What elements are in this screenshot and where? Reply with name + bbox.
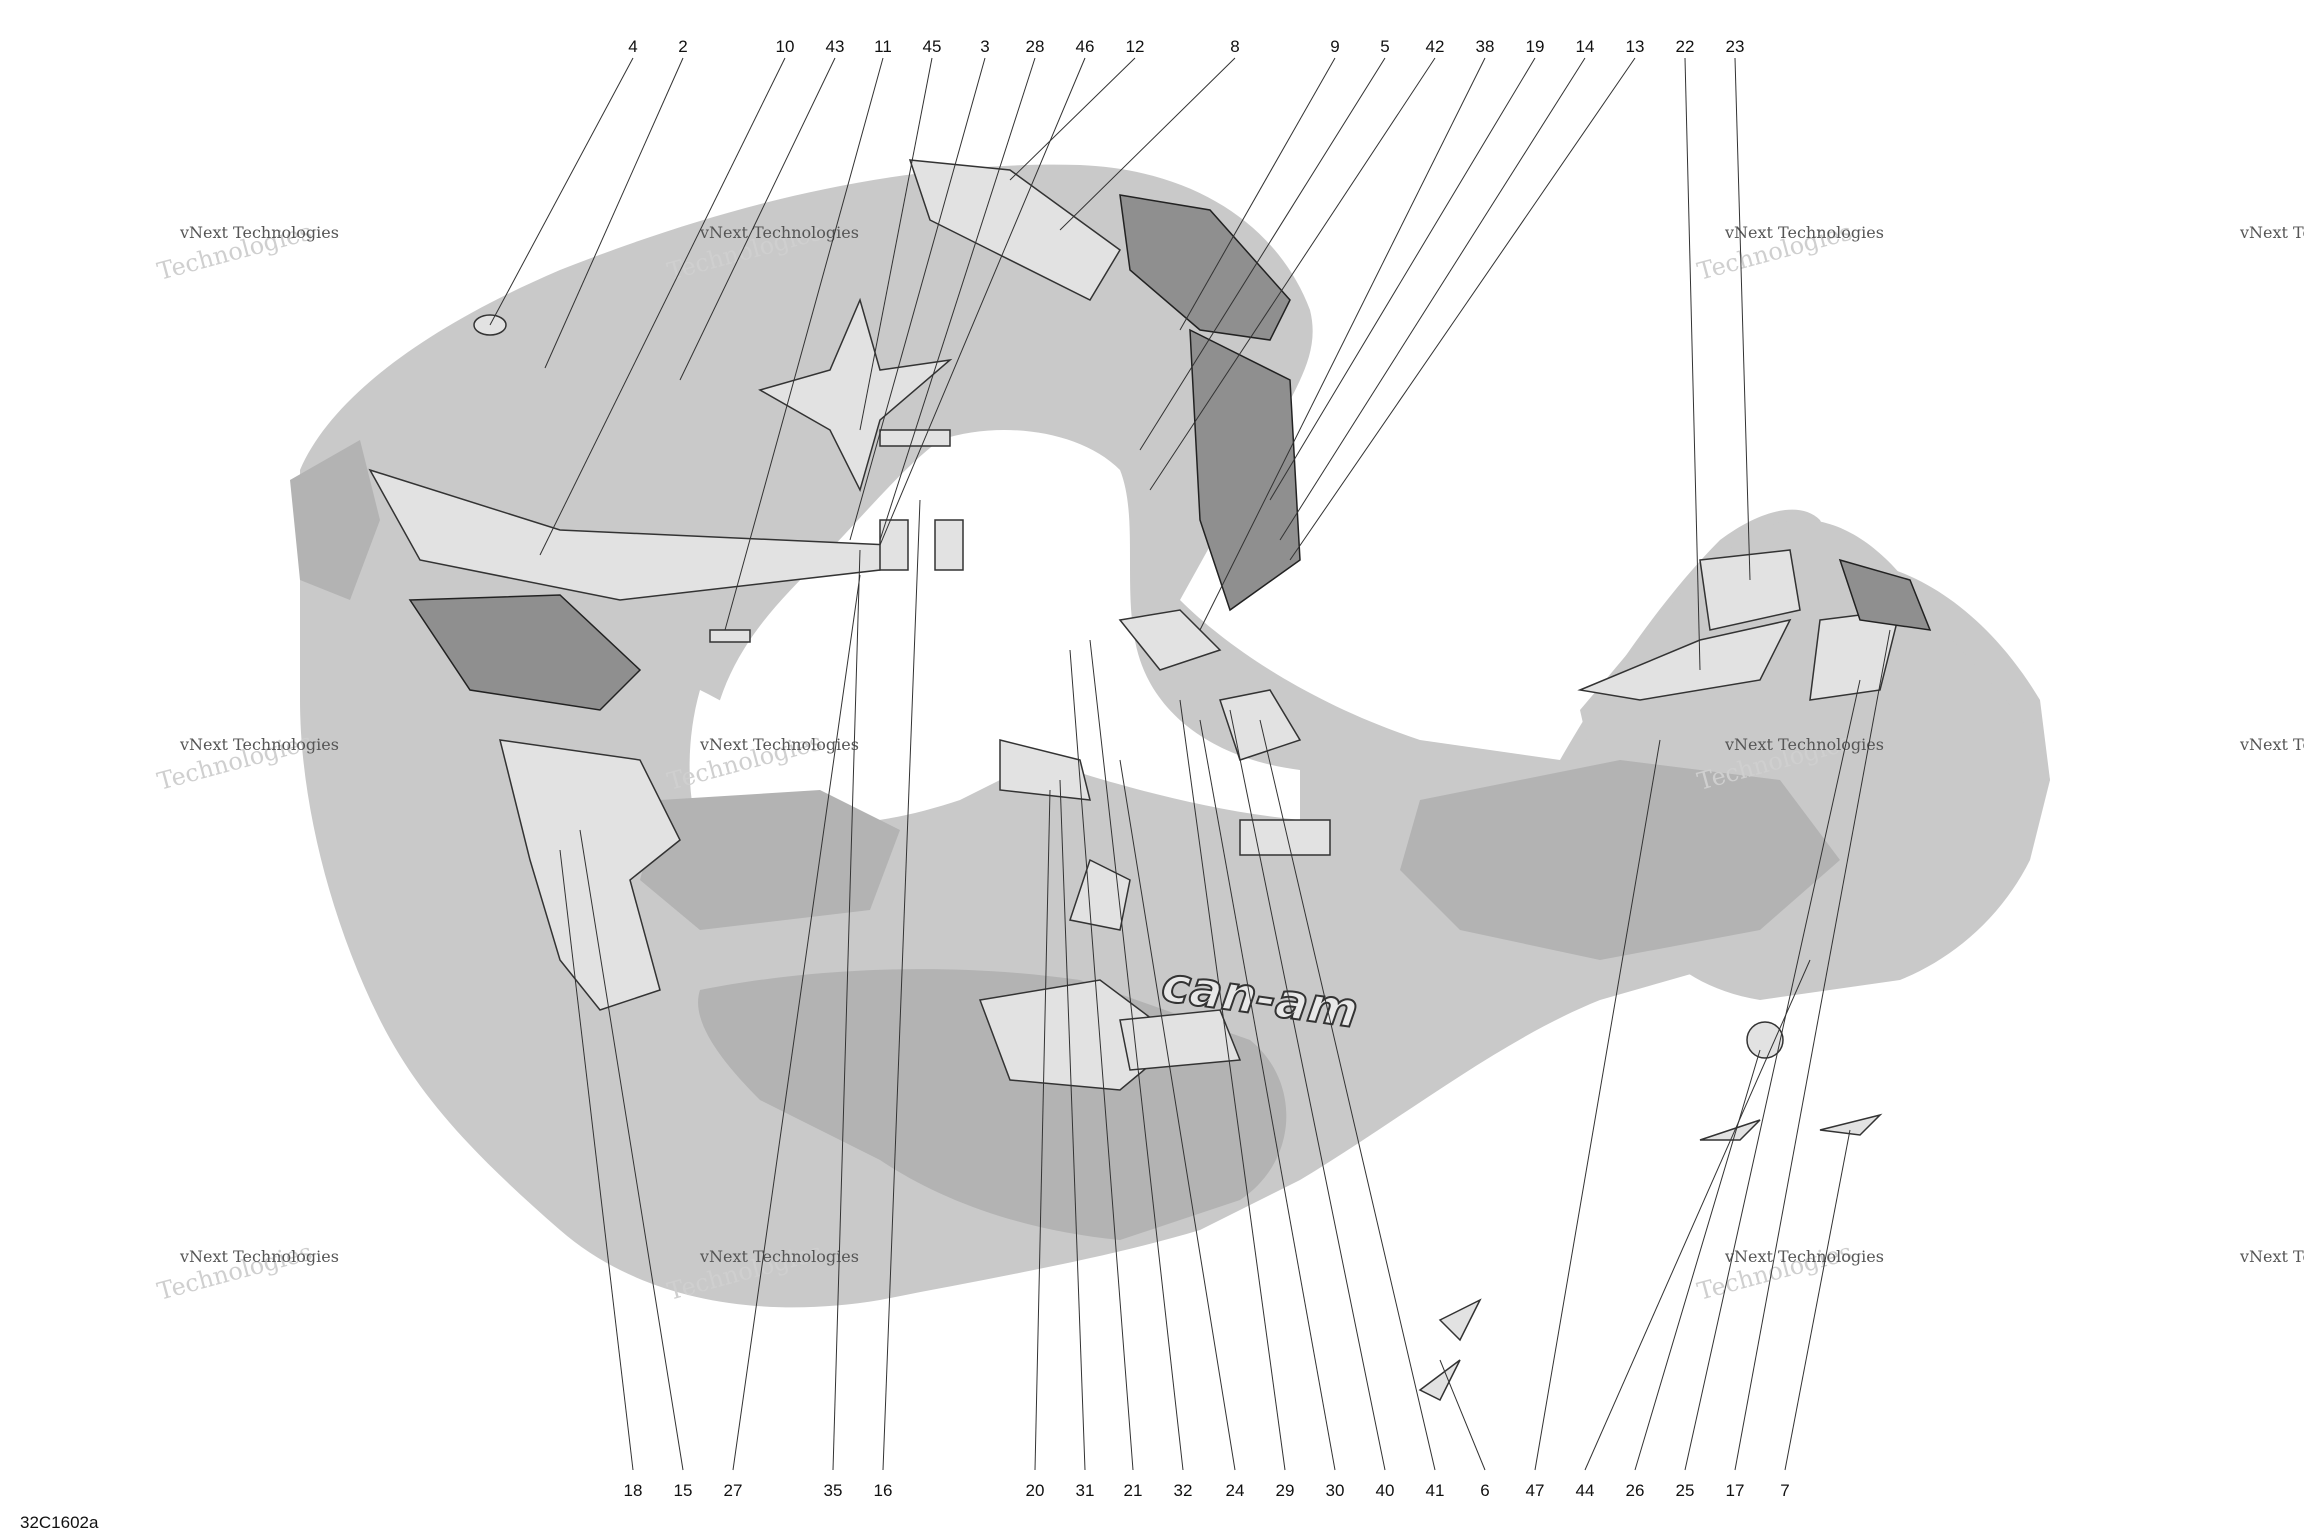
decal-lower-label-right — [1119, 1009, 1242, 1071]
watermark-text: vNext Technologies — [699, 1247, 859, 1266]
watermark-text: vNext Technologies — [1724, 223, 1884, 242]
decal-rear-warning — [1577, 618, 1792, 701]
decal-side-panel-left — [499, 739, 681, 1011]
callout-number-23: 23 — [1726, 37, 1745, 56]
callout-number-4: 4 — [628, 37, 637, 56]
callout-number-40: 40 — [1376, 1481, 1395, 1500]
callout-number-15: 15 — [674, 1481, 693, 1500]
callout-number-17: 17 — [1726, 1481, 1745, 1500]
decal-small-rect-4 — [934, 519, 964, 571]
callout-number-19: 19 — [1526, 37, 1545, 56]
decal-diag-strip-2 — [1418, 1359, 1461, 1402]
decal-hood-graphic-right — [1119, 194, 1291, 341]
callout-number-16: 16 — [874, 1481, 893, 1500]
callout-number-28: 28 — [1026, 37, 1045, 56]
callout-number-10: 10 — [776, 37, 795, 56]
decal-small-strip-2 — [1819, 1113, 1883, 1136]
callout-number-18: 18 — [624, 1481, 643, 1500]
watermark-text: vNext Technologies — [179, 1247, 339, 1266]
decal-warning-rear-panel — [1219, 689, 1302, 761]
callout-number-22: 22 — [1676, 37, 1695, 56]
watermark-text-partial: vNext Technologies — [2239, 223, 2304, 242]
callout-number-21: 21 — [1124, 1481, 1143, 1500]
decal-fender-right-strip — [1189, 328, 1301, 612]
watermark-text: vNext Technologies — [699, 735, 859, 754]
callout-number-26: 26 — [1626, 1481, 1645, 1500]
callout-number-12: 12 — [1126, 37, 1145, 56]
callout-number-35: 35 — [824, 1481, 843, 1500]
callout-number-30: 30 — [1326, 1481, 1345, 1500]
rear-rack-area — [1400, 760, 1840, 960]
decal-small-strip-1 — [1699, 1119, 1761, 1141]
callout-number-29: 29 — [1276, 1481, 1295, 1500]
callout-number-13: 13 — [1626, 37, 1645, 56]
callout-number-11: 11 — [874, 37, 892, 56]
callout-number-9: 9 — [1330, 37, 1339, 56]
diagram-code: 32C1602a — [20, 1513, 99, 1532]
callout-number-3: 3 — [980, 37, 989, 56]
decal-footrest-label — [999, 739, 1091, 801]
watermark-text: vNext Technologies — [179, 735, 339, 754]
callout-number-25: 25 — [1676, 1481, 1695, 1500]
vehicle-body — [290, 164, 2050, 1308]
callout-number-31: 31 — [1076, 1481, 1095, 1500]
leader-lines — [489, 57, 1891, 1471]
callout-number-46: 46 — [1076, 37, 1095, 56]
watermark-text: vNext Technologies — [1724, 735, 1884, 754]
callout-number-8: 8 — [1230, 37, 1239, 56]
watermark-text: vNext Technologies — [179, 223, 339, 242]
seat-opening — [712, 430, 1300, 824]
callout-number-42: 42 — [1426, 37, 1445, 56]
decal-diag-strip-1 — [1438, 1298, 1482, 1342]
decal-vin-label — [1069, 858, 1131, 931]
callout-number-43: 43 — [826, 37, 845, 56]
decal-rear-top — [1699, 549, 1801, 631]
callout-number-5: 5 — [1380, 37, 1389, 56]
decal-rear-tail — [1838, 558, 1932, 631]
callout-number-41: 41 — [1426, 1481, 1445, 1500]
callout-number-14: 14 — [1576, 37, 1595, 56]
decal-x-emblem — [758, 297, 953, 493]
callout-number-6: 6 — [1480, 1481, 1489, 1500]
callout-number-38: 38 — [1476, 37, 1495, 56]
decal-small-rect-2 — [709, 629, 751, 643]
callout-number-24: 24 — [1226, 1481, 1245, 1500]
decal-hood-top — [908, 159, 1121, 301]
decal-info-label-center — [1118, 609, 1222, 671]
decal-model-badge — [408, 594, 642, 711]
watermark-text-partial: vNext Technologies — [2239, 735, 2304, 754]
callout-number-7: 7 — [1780, 1481, 1789, 1500]
callout-number-2: 2 — [678, 37, 687, 56]
callout-number-47: 47 — [1526, 1481, 1545, 1500]
callout-number-32: 32 — [1174, 1481, 1193, 1500]
bottom-callouts: 18 15 27 35 16 20 31 21 32 24 29 30 40 41 6 47 44 26 25 17 7 — [624, 1481, 1790, 1500]
front-nose — [290, 440, 380, 600]
callout-number-45: 45 — [923, 37, 942, 56]
callout-number-44: 44 — [1576, 1481, 1595, 1500]
watermark-text: vNext Technologies — [1724, 1247, 1884, 1266]
callout-number-27: 27 — [724, 1481, 743, 1500]
decals: can-am — [368, 159, 1932, 1402]
watermark-text: vNext Technologies — [699, 223, 859, 242]
callout-number-20: 20 — [1026, 1481, 1045, 1500]
fuel-cap-emblem — [1746, 1021, 1784, 1059]
watermark-text-partial: vNext Technologies — [2239, 1247, 2304, 1266]
decal-small-rect-3 — [879, 519, 909, 571]
footrest-left — [640, 790, 900, 930]
